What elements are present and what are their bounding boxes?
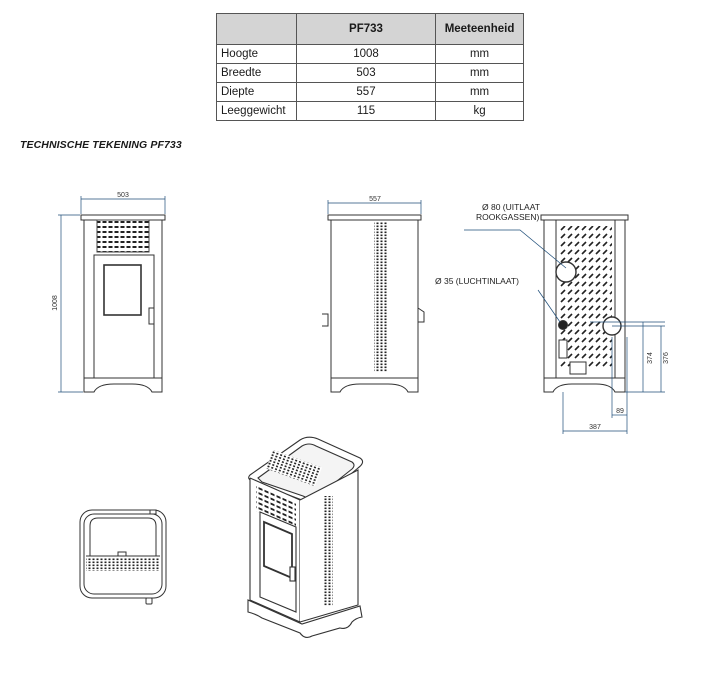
- table-row: Leeggewicht 115 kg: [216, 101, 524, 121]
- row-label: Leeggewicht: [216, 101, 297, 121]
- dim-374-label: 374: [647, 352, 654, 364]
- dim-376-label: 376: [663, 352, 670, 364]
- header-empty: [216, 13, 297, 45]
- front-height-label: 1008: [52, 295, 59, 311]
- rear-dimension-lines: [464, 229, 665, 434]
- outlet-note-line2: ROOKGASSEN): [476, 212, 539, 222]
- top-view: [79, 509, 167, 605]
- side-view: [322, 214, 425, 393]
- header-unit: Meeteenheid: [435, 13, 524, 45]
- drawing-heading: TECHNISCHE TEKENING PF733: [20, 139, 182, 151]
- table-row: Diepte 557 mm: [216, 82, 524, 102]
- inlet-note: Ø 35 (LUCHTINLAAT): [435, 276, 519, 286]
- front-view: [80, 214, 166, 393]
- rear-view: [540, 214, 629, 393]
- dim-89-label: 89: [616, 408, 624, 415]
- side-dimension-lines: [327, 200, 422, 214]
- specifications-table: PF733 Meeteenheid Hoogte 1008 mm Breedte…: [216, 13, 524, 121]
- front-dimension-lines: [58, 196, 166, 393]
- dim-387-label: 387: [589, 424, 601, 431]
- row-unit: kg: [435, 101, 524, 121]
- side-depth-label: 557: [369, 196, 381, 203]
- isometric-view: [247, 436, 364, 639]
- front-width-label: 503: [117, 192, 129, 199]
- row-value: 115: [295, 101, 437, 121]
- row-unit: mm: [435, 44, 524, 64]
- outlet-note-line1: Ø 80 (UITLAAT: [482, 202, 540, 212]
